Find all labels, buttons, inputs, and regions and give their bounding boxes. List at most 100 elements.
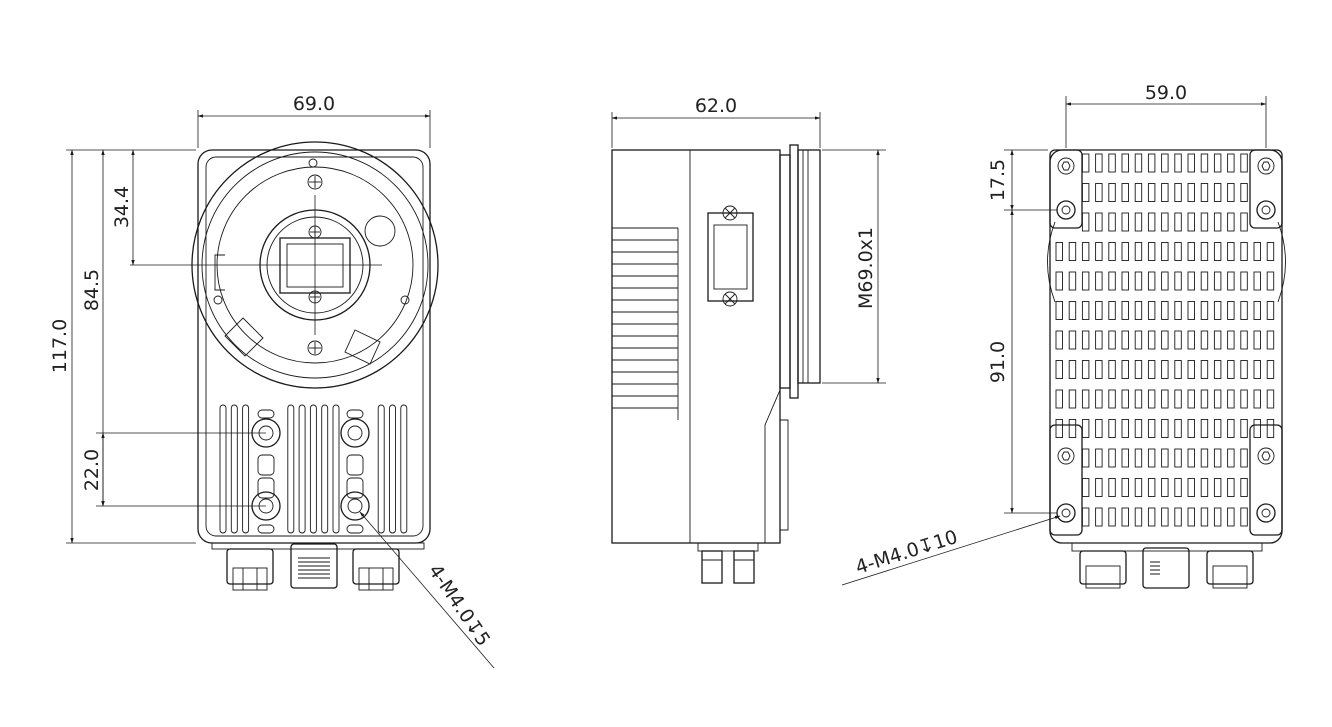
vent-slot bbox=[1068, 301, 1077, 320]
vent-slot bbox=[1213, 448, 1222, 468]
vent-slot bbox=[1095, 507, 1103, 527]
heatsink-fin bbox=[242, 404, 250, 534]
vent-slot bbox=[1253, 301, 1261, 320]
back-mounting-hole bbox=[1056, 503, 1076, 523]
vent-slot bbox=[1108, 478, 1116, 497]
heatsink-slot bbox=[346, 409, 364, 419]
vent-slot bbox=[1134, 360, 1143, 379]
vent-slot bbox=[1081, 212, 1090, 232]
vent-slot bbox=[1200, 389, 1209, 409]
mount-thread-dimension: M69.0x1 bbox=[855, 227, 877, 309]
vent-slot bbox=[1147, 478, 1156, 497]
vent-slot bbox=[1240, 448, 1248, 468]
vent-slot bbox=[1200, 212, 1209, 232]
vent-slot bbox=[1147, 271, 1156, 291]
vent-slot bbox=[1174, 419, 1182, 438]
vent-slot bbox=[1213, 330, 1222, 350]
vent-slot bbox=[1253, 242, 1261, 261]
vent-slot bbox=[1121, 330, 1129, 350]
back-top-offset-dimension: 17.5 bbox=[987, 159, 1009, 201]
vent-slot bbox=[1187, 507, 1195, 527]
side-lens-mount-thread bbox=[779, 144, 821, 399]
vent-slot bbox=[1108, 330, 1116, 350]
vent-slot bbox=[1147, 389, 1156, 409]
vent-slot bbox=[1055, 301, 1063, 320]
vent-slot bbox=[1174, 242, 1182, 261]
vent-slot bbox=[1227, 389, 1235, 409]
front-height-dimension: 117.0 bbox=[49, 319, 71, 373]
back-hex-screw bbox=[1257, 447, 1275, 465]
vent-slot bbox=[1108, 301, 1116, 320]
vent-slot bbox=[1240, 183, 1248, 202]
vent-slot bbox=[1200, 242, 1209, 261]
vent-slot bbox=[1134, 389, 1143, 409]
front-hole-spacing-dimension: 22.0 bbox=[81, 449, 103, 491]
front-connectors bbox=[211, 542, 425, 591]
vent-slot bbox=[1095, 448, 1103, 468]
back-mounting-hole bbox=[1256, 200, 1276, 220]
vent-slot bbox=[1227, 419, 1235, 438]
vent-slot bbox=[1055, 389, 1063, 409]
vent-slot bbox=[1161, 507, 1169, 527]
vent-slot bbox=[1068, 242, 1077, 261]
vent-slot bbox=[1200, 330, 1209, 350]
vent-slot bbox=[1227, 478, 1235, 497]
front-heatsink-fins bbox=[219, 404, 408, 534]
vent-slot bbox=[1108, 271, 1116, 291]
vent-slot bbox=[1108, 360, 1116, 379]
vent-slot bbox=[1095, 419, 1103, 438]
vent-slot bbox=[1240, 389, 1248, 409]
vent-slot bbox=[1147, 419, 1156, 438]
vent-slot bbox=[1187, 212, 1195, 232]
heatsink-fin bbox=[321, 404, 329, 534]
vent-slot bbox=[1161, 183, 1169, 202]
vent-slot bbox=[1055, 419, 1063, 438]
back-lens-mount-edge bbox=[1047, 221, 1056, 303]
vent-slot bbox=[1187, 330, 1195, 350]
vent-slot bbox=[1213, 507, 1222, 527]
vent-slot bbox=[1213, 183, 1222, 202]
mount-screw-top bbox=[307, 174, 323, 190]
vent-slot bbox=[1200, 271, 1209, 291]
vent-slot bbox=[1174, 271, 1182, 291]
vent-slot bbox=[1068, 419, 1077, 438]
vent-slot bbox=[1213, 212, 1222, 232]
vent-slot bbox=[1187, 301, 1195, 320]
vent-slot bbox=[1108, 212, 1116, 232]
vent-slot bbox=[1200, 478, 1209, 497]
vent-slot bbox=[1134, 330, 1143, 350]
heatsink-slot bbox=[346, 454, 364, 476]
vent-slot bbox=[1240, 301, 1248, 320]
vent-slot bbox=[1081, 478, 1090, 497]
front-mounting-hole bbox=[340, 491, 370, 521]
vent-slot bbox=[1081, 507, 1090, 527]
vent-slot bbox=[1081, 389, 1090, 409]
vent-slot bbox=[1147, 507, 1156, 527]
vent-slot bbox=[1081, 330, 1090, 350]
heatsink-slot bbox=[346, 477, 364, 499]
vent-slot bbox=[1108, 448, 1116, 468]
vent-slot bbox=[1213, 301, 1222, 320]
heatsink-fin bbox=[377, 404, 385, 534]
back-connectors bbox=[1071, 542, 1263, 589]
back-bracket bbox=[1049, 149, 1083, 229]
vent-slot bbox=[1121, 301, 1129, 320]
vent-slot bbox=[1187, 153, 1195, 173]
vent-slot bbox=[1121, 448, 1129, 468]
vent-slot bbox=[1108, 389, 1116, 409]
heatsink-fin bbox=[298, 404, 306, 534]
vent-slot bbox=[1095, 330, 1103, 350]
vent-slot bbox=[1266, 330, 1275, 350]
vent-slot bbox=[1213, 478, 1222, 497]
vent-slot bbox=[1253, 419, 1261, 438]
front-thread-callout: 4-M4.0↧5 bbox=[424, 560, 495, 650]
vent-slot bbox=[1161, 419, 1169, 438]
vent-slot bbox=[1134, 478, 1143, 497]
vent-slot bbox=[1200, 507, 1209, 527]
vent-slot bbox=[1095, 271, 1103, 291]
heatsink-slot bbox=[257, 524, 275, 534]
vent-slot bbox=[1121, 153, 1129, 173]
vent-slot bbox=[1227, 242, 1235, 261]
vent-slot bbox=[1147, 301, 1156, 320]
vent-slot bbox=[1174, 153, 1182, 173]
